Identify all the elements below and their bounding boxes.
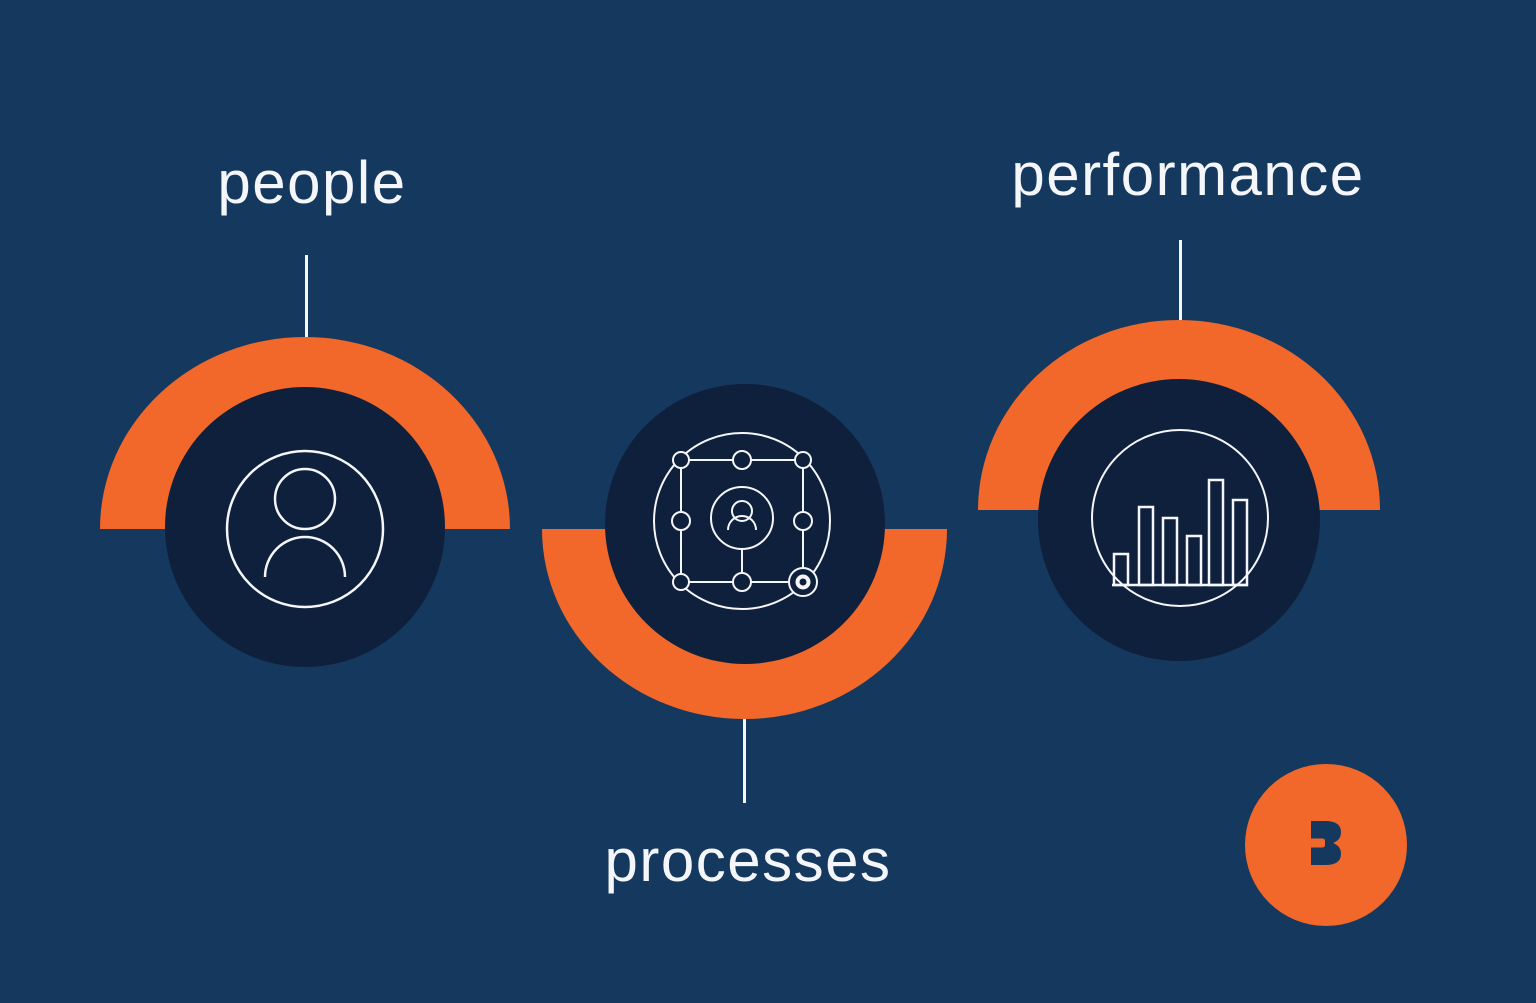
brand-letter-b-icon xyxy=(1311,820,1341,870)
performance-connector-line xyxy=(1179,240,1182,320)
people-label: people xyxy=(217,149,407,216)
bar-chart-icon xyxy=(1090,428,1270,608)
performance-disc xyxy=(1038,379,1320,661)
process-network-icon xyxy=(647,426,837,616)
person-icon xyxy=(225,449,385,609)
processes-connector-line xyxy=(743,719,746,803)
performance-label: performance xyxy=(1011,141,1365,208)
people-disc xyxy=(165,387,445,667)
processes-label: processes xyxy=(604,827,892,894)
people-connector-line xyxy=(305,255,308,337)
brand-logo xyxy=(1245,764,1407,926)
